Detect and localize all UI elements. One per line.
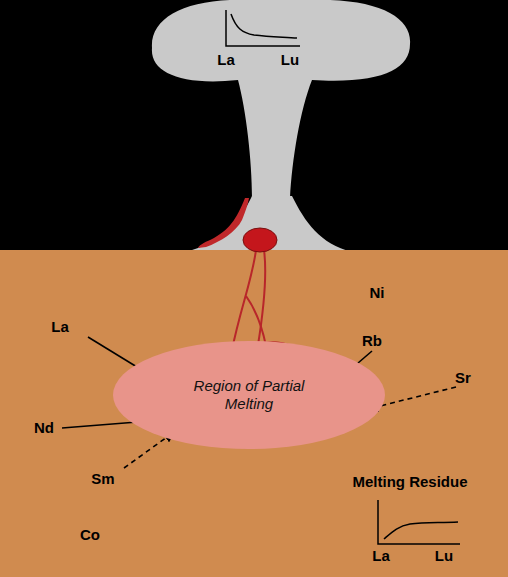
element-label: Rb — [362, 333, 382, 350]
region-shape — [113, 341, 385, 449]
element-label: Ni — [370, 285, 385, 302]
ash-plume — [152, 0, 410, 198]
element-label: La — [217, 52, 235, 69]
element-label: Sm — [91, 471, 114, 488]
element-label: Co — [80, 527, 100, 544]
element-label: Sr — [455, 370, 471, 387]
element-arrows — [62, 337, 456, 468]
melting-region: Region of Partial Melting — [112, 340, 386, 450]
volcano-cone — [185, 196, 352, 252]
element-label: La — [51, 319, 69, 336]
element-label: Lu — [435, 548, 453, 565]
lava-flow — [198, 198, 249, 248]
element-label: Nd — [34, 420, 54, 437]
ground — [0, 250, 508, 577]
graph-axes — [378, 500, 460, 544]
graph-curve — [384, 522, 458, 539]
graph-axes — [226, 10, 300, 46]
element-label: Lu — [281, 52, 299, 69]
graph-curve — [231, 14, 297, 38]
graph-title: Melting Residue — [352, 474, 467, 491]
region-label: Region of Partial Melting — [174, 377, 324, 413]
magma-chamber — [243, 228, 277, 252]
element-label: La — [372, 548, 390, 565]
